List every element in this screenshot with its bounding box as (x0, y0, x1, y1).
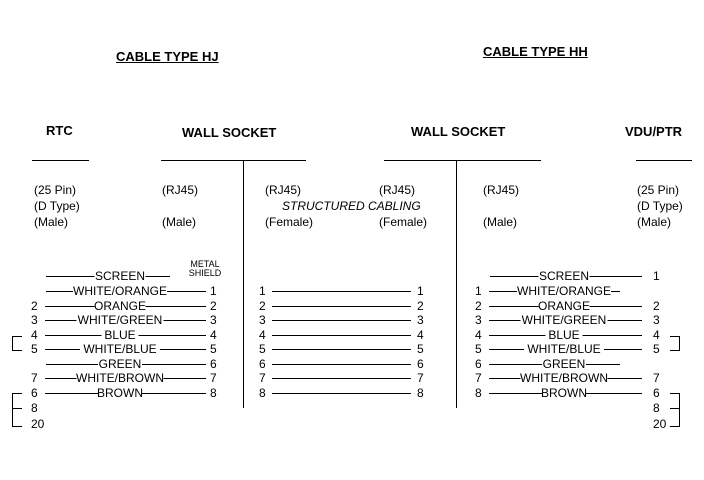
rj45-pin-number: 1 (475, 284, 482, 298)
vdu-gender: (Male) (637, 215, 672, 229)
socket-pin-number: 3 (417, 313, 424, 327)
rj45-pin-number: 2 (210, 299, 217, 313)
rj45-pin-number: 4 (210, 328, 217, 342)
wire-color-label: GREEN (98, 357, 142, 371)
wire-color-label: BLUE (548, 328, 580, 342)
sc-right-type: (RJ45) (379, 183, 416, 197)
vdu-pin-number: 1 (653, 269, 660, 283)
ws-left-gender: (Male) (162, 215, 197, 229)
socket-pin-number: 4 (259, 328, 266, 342)
metal-shield-label-2: SHIELD (188, 268, 222, 278)
rtc-pin-number: 6 (31, 386, 38, 400)
wall-socket-right-heading: WALL SOCKET (411, 124, 506, 139)
rj45-pin-number: 5 (475, 342, 482, 356)
wire-color-label: WHITE/ORANGE (72, 284, 168, 298)
wire-color-label: ORANGE (537, 299, 591, 313)
ws-left-type: (RJ45) (162, 183, 199, 197)
sc-left-gender: (Female) (265, 215, 314, 229)
rtc-gender: (Male) (34, 215, 69, 229)
rtc-pin-number: 4 (31, 328, 38, 342)
vdu-pin-number: 7 (653, 371, 660, 385)
socket-pin-number: 5 (417, 342, 424, 356)
rj45-pin-number: 5 (210, 342, 217, 356)
wire-color-label: WHITE/BLUE (527, 342, 601, 356)
vdu-pin-number: 3 (653, 313, 660, 327)
vdu-pin-type: (25 Pin) (637, 183, 680, 197)
wire-color-label: BLUE (104, 328, 136, 342)
vdu-pin-number: 4 (653, 328, 660, 342)
vdu-ptr-heading: VDU/PTR (625, 124, 683, 139)
wire-color-label: WHITE/GREEN (521, 313, 607, 327)
wire-color-label: WHITE/ORANGE (516, 284, 612, 298)
ws-right-gender: (Male) (483, 215, 518, 229)
vdu-pin-number: 8 (653, 401, 660, 415)
wire-color-label: WHITE/GREEN (77, 313, 163, 327)
wire-color-label: WHITE/BROWN (76, 371, 164, 385)
wire-color-label: SCREEN (538, 269, 590, 283)
rtc-pin-type: (25 Pin) (34, 183, 77, 197)
wire-color-label: WHITE/BLUE (83, 342, 157, 356)
socket-pin-number: 8 (417, 386, 424, 400)
wire-color-label: BROWN (97, 386, 143, 400)
wire-color-label: WHITE/BROWN (520, 371, 608, 385)
wire-color-label: ORANGE (93, 299, 147, 313)
socket-pin-number: 2 (259, 299, 266, 313)
rj45-pin-number: 6 (475, 357, 482, 371)
rtc-heading: RTC (46, 123, 73, 138)
rtc-pin-number: 3 (31, 313, 38, 327)
rtc-d-type: (D Type) (34, 199, 80, 213)
socket-pin-number: 7 (417, 371, 424, 385)
socket-pin-number: 1 (259, 284, 266, 298)
rtc-pin-number: 20 (31, 417, 45, 431)
vdu-pin-number: 5 (653, 342, 660, 356)
cable-type-hh-title: CABLE TYPE HH (483, 44, 588, 59)
vdu-pin-number: 2 (653, 299, 660, 313)
rj45-pin-number: 3 (210, 313, 217, 327)
ws-right-type: (RJ45) (483, 183, 520, 197)
wire-color-label: SCREEN (94, 269, 146, 283)
rj45-pin-number: 8 (475, 386, 482, 400)
sc-left-type: (RJ45) (265, 183, 302, 197)
rj45-pin-number: 8 (210, 386, 217, 400)
rtc-pin-number: 7 (31, 371, 38, 385)
wall-socket-left-heading: WALL SOCKET (182, 125, 277, 140)
rj45-pin-number: 3 (475, 313, 482, 327)
wire-color-label: BROWN (541, 386, 587, 400)
rtc-pin-number: 5 (31, 342, 38, 356)
vdu-d-type: (D Type) (637, 199, 683, 213)
rtc-pin-number: 2 (31, 299, 38, 313)
vdu-pin-number: 20 (653, 417, 667, 431)
sc-right-gender: (Female) (379, 215, 428, 229)
rtc-pin-number: 8 (31, 401, 38, 415)
wire-color-label: GREEN (542, 357, 586, 371)
structured-cabling-label: STRUCTURED CABLING (282, 199, 421, 213)
rj45-pin-number: 2 (475, 299, 482, 313)
vdu-pin-number: 6 (653, 386, 660, 400)
socket-pin-number: 7 (259, 371, 266, 385)
rj45-pin-number: 6 (210, 357, 217, 371)
rj45-pin-number: 7 (475, 371, 482, 385)
rj45-pin-number: 4 (475, 328, 482, 342)
socket-pin-number: 1 (417, 284, 424, 298)
socket-pin-number: 3 (259, 313, 266, 327)
socket-pin-number: 4 (417, 328, 424, 342)
metal-shield-label-1: METAL (190, 259, 220, 269)
socket-pin-number: 5 (259, 342, 266, 356)
rj45-pin-number: 1 (210, 284, 217, 298)
rj45-pin-number: 7 (210, 371, 217, 385)
socket-pin-number: 6 (417, 357, 424, 371)
socket-pin-number: 2 (417, 299, 424, 313)
socket-pin-number: 6 (259, 357, 266, 371)
cable-type-hj-title: CABLE TYPE HJ (116, 49, 219, 64)
socket-pin-number: 8 (259, 386, 266, 400)
